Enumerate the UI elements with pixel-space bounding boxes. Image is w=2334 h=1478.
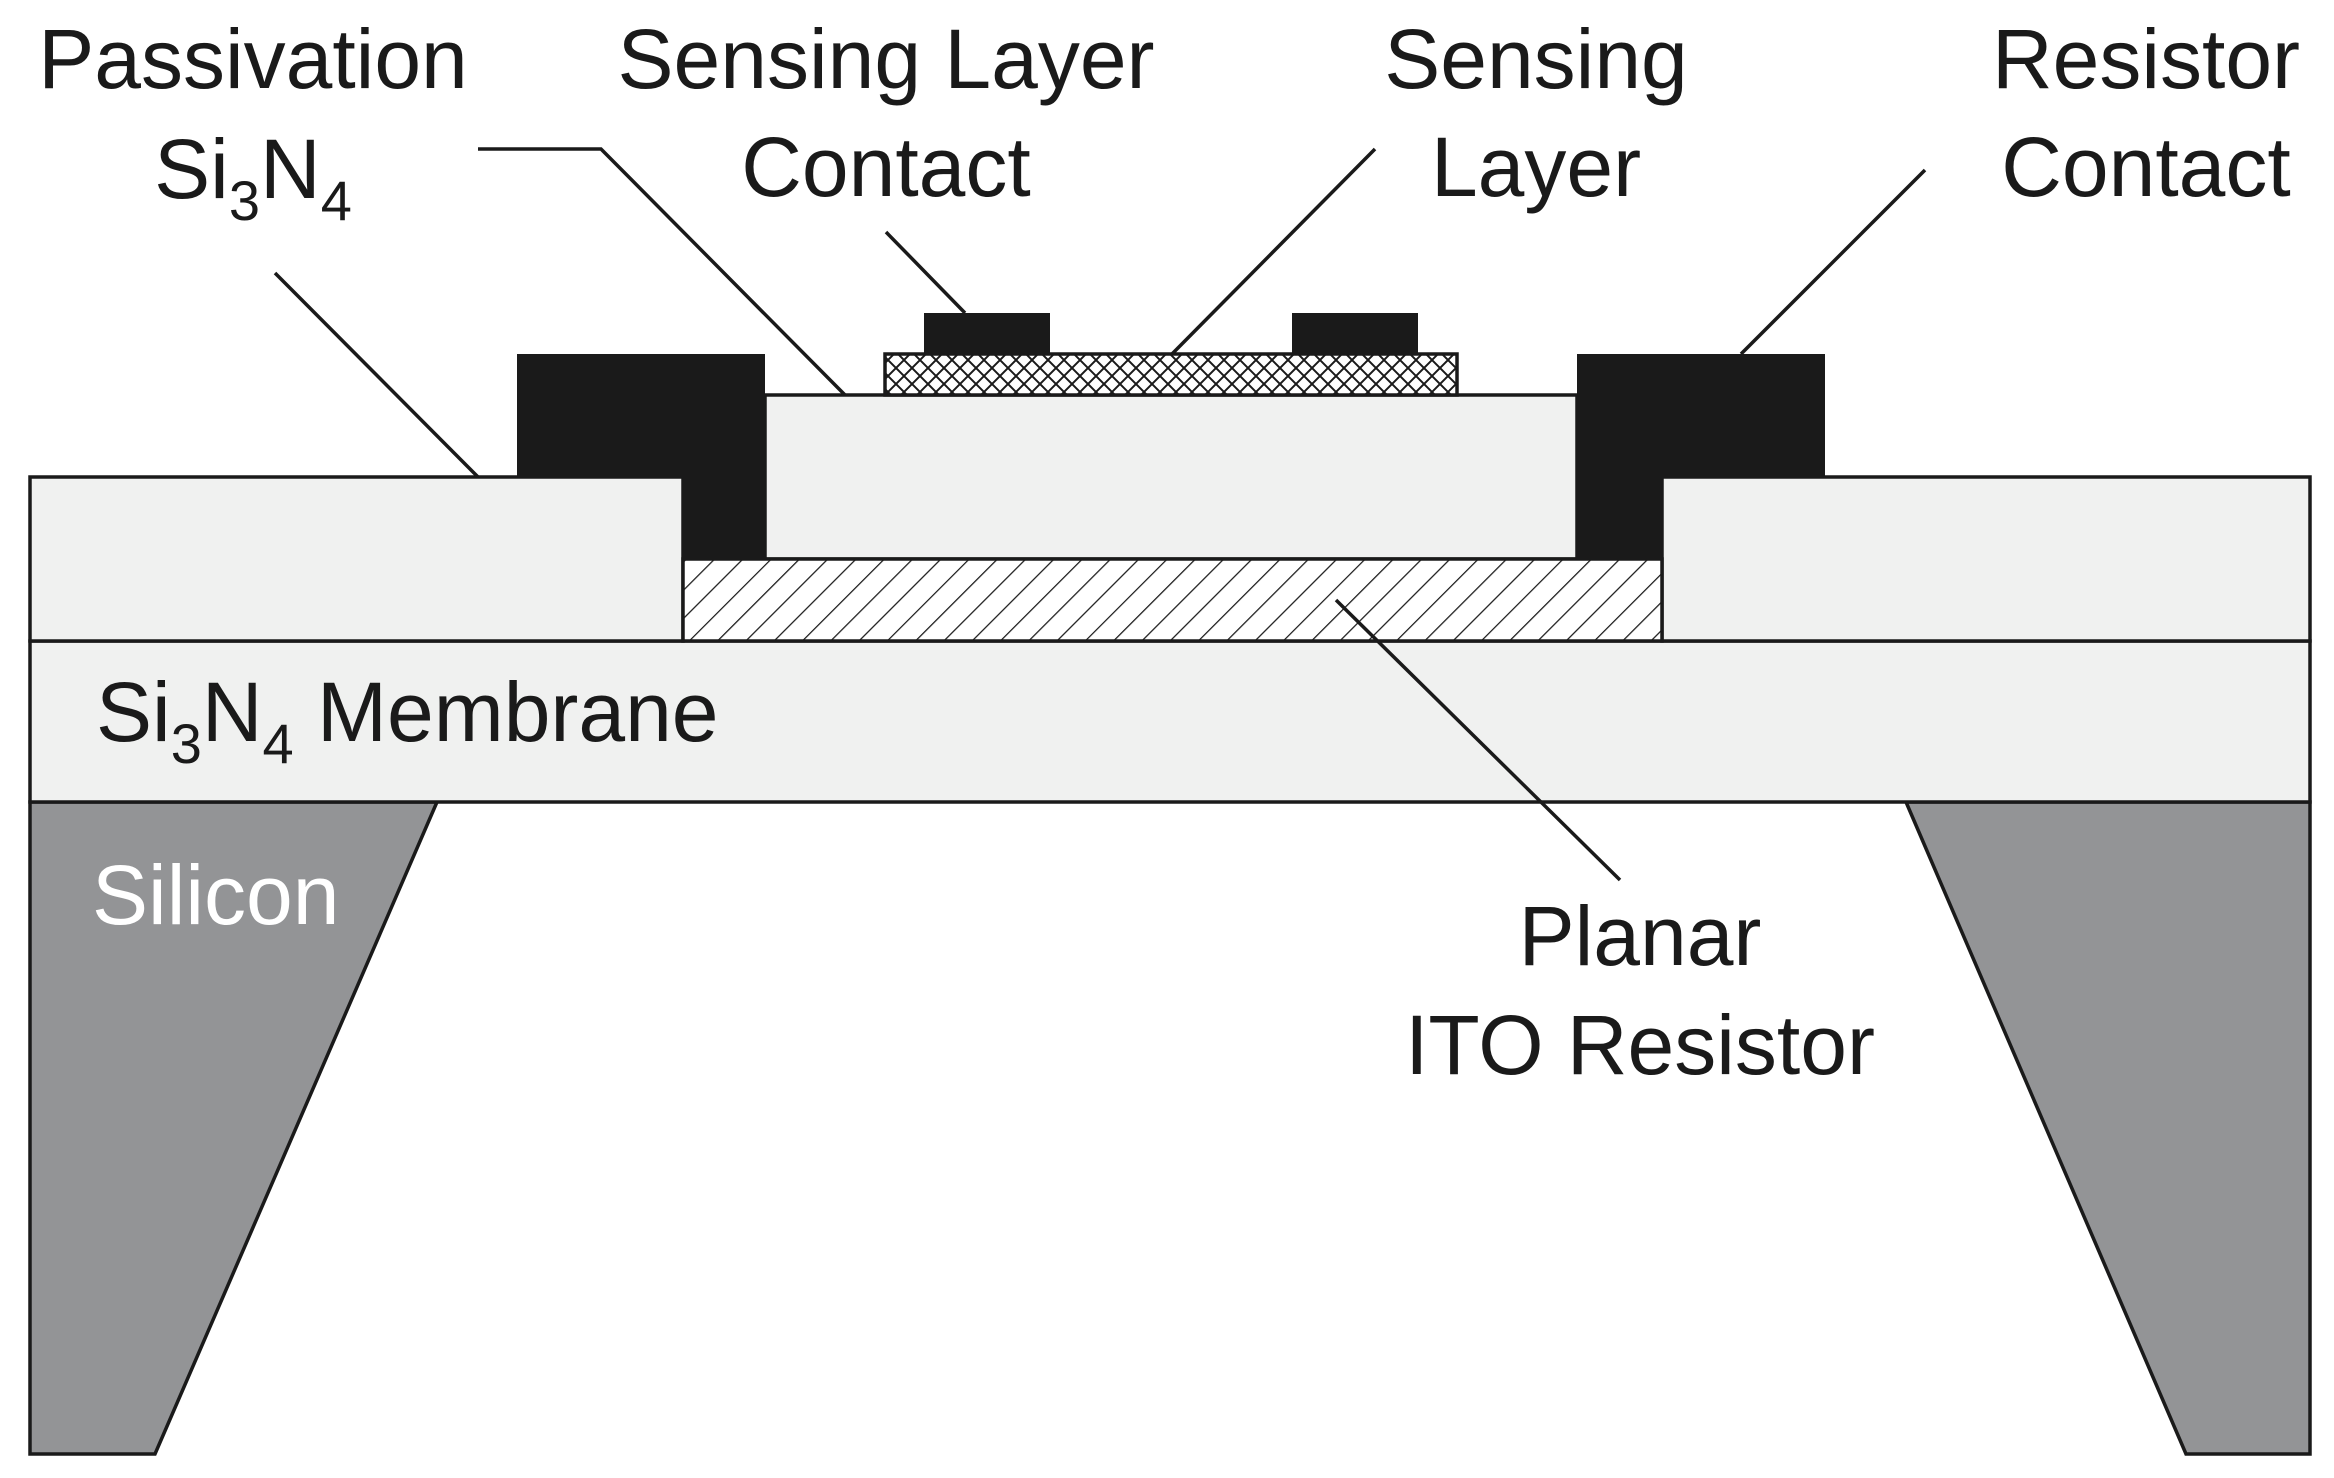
passivation-left xyxy=(28,475,685,643)
label-ito-resistor-line2: ITO Resistor xyxy=(1405,998,1875,1092)
label-sensing-layer-line1: Sensing xyxy=(1384,12,1688,106)
ito-resistor xyxy=(681,557,1664,643)
label-resistor-contact-line2: Contact xyxy=(2001,120,2291,214)
membrane-n: N xyxy=(202,665,263,759)
leader-ito-resistor xyxy=(1334,598,1622,882)
passivation-right xyxy=(1660,475,2312,643)
label-membrane: Si3N4 Membrane xyxy=(96,665,719,775)
label-passivation-formula: Si3N4 xyxy=(154,122,352,232)
membrane-layer xyxy=(28,639,2312,804)
passivation-center xyxy=(763,393,1579,561)
leader-passivation-center xyxy=(478,147,847,397)
label-resistor-contact-line1: Resistor xyxy=(1992,12,2300,106)
sensing-layer xyxy=(883,352,1459,397)
label-passivation: Passivation xyxy=(38,12,468,106)
formula-sub-3: 3 xyxy=(229,169,260,232)
membrane-si: Si xyxy=(96,665,171,759)
label-sensing-layer-contact-line2: Contact xyxy=(741,120,1031,214)
membrane-sub-3: 3 xyxy=(171,712,202,775)
formula-si: Si xyxy=(154,122,229,216)
formula-sub-4: 4 xyxy=(321,169,352,232)
sensing-layer-contact-right xyxy=(1292,313,1418,354)
leader-resistor-contact xyxy=(1739,168,1927,356)
resistor-contact-left xyxy=(517,354,765,559)
leader-sensing-layer-contact xyxy=(884,230,967,315)
formula-n: N xyxy=(260,122,321,216)
silicon-substrate-right xyxy=(1903,800,2312,1456)
membrane-sub-4: 4 xyxy=(263,712,294,775)
label-sensing-layer-contact-line1: Sensing Layer xyxy=(617,12,1154,106)
resistor-contact-right xyxy=(1577,354,1825,559)
leader-sensing-layer xyxy=(1170,147,1377,356)
leader-passivation xyxy=(273,271,480,479)
membrane-word: Membrane xyxy=(294,665,719,759)
label-ito-resistor-line1: Planar xyxy=(1519,889,1762,983)
label-sensing-layer-line2: Layer xyxy=(1431,120,1641,214)
label-silicon: Silicon xyxy=(92,848,339,942)
sensing-layer-contact-left xyxy=(924,313,1050,354)
